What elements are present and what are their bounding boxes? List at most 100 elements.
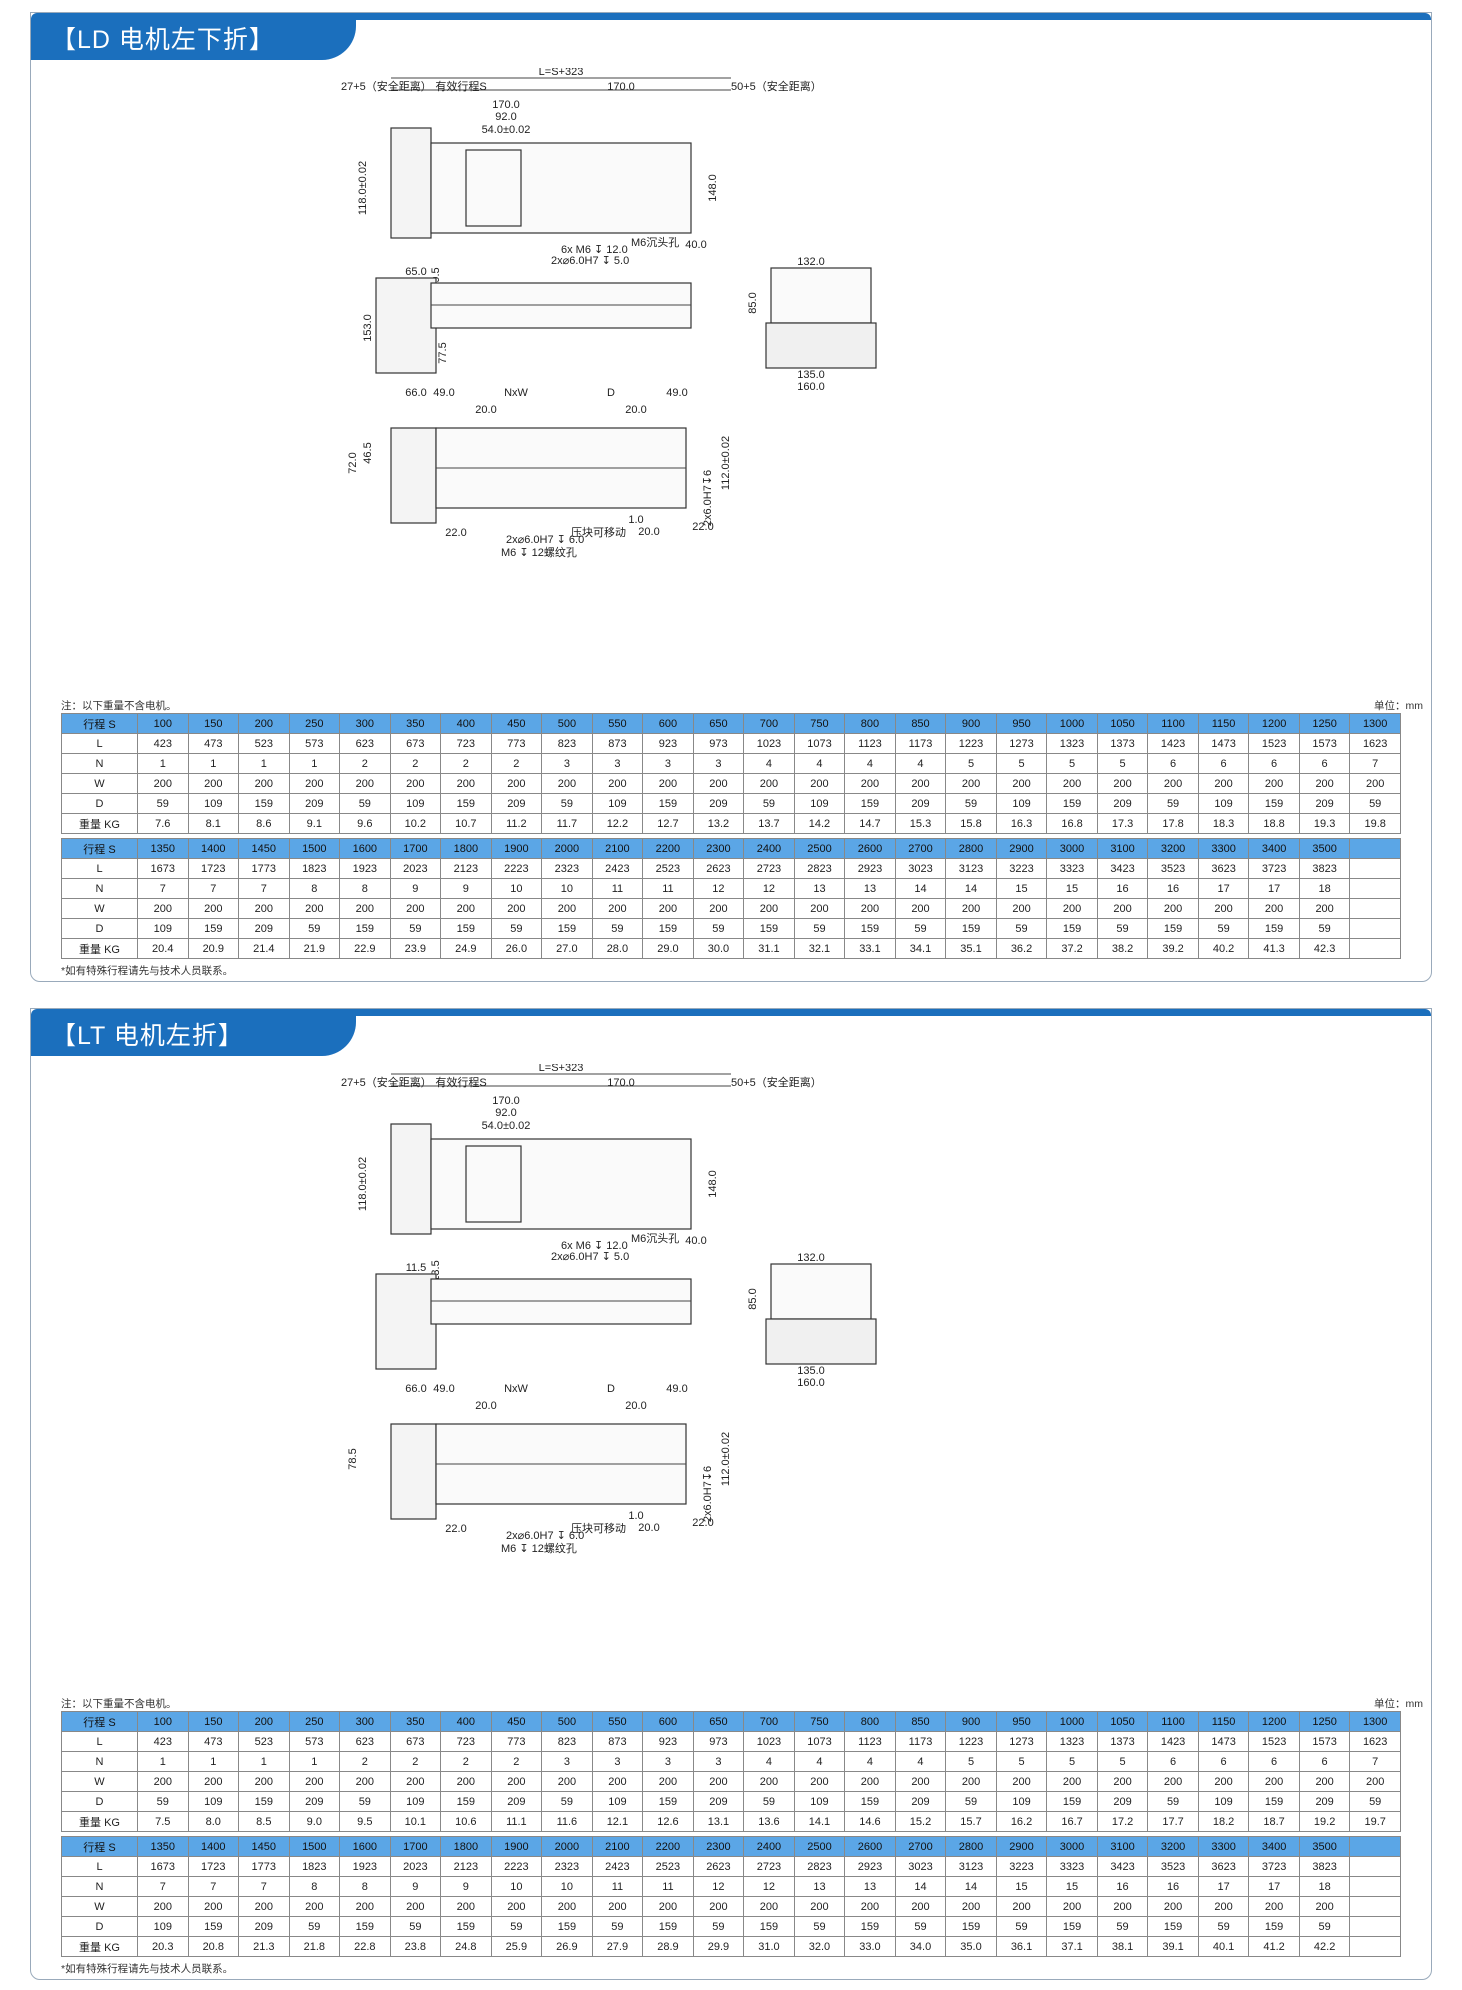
table-cell: 10 xyxy=(541,878,593,899)
weight-note: 注：以下重量不含电机。 xyxy=(61,700,177,712)
table-cell: 3500 xyxy=(1298,1836,1351,1857)
table-cell: 700 xyxy=(743,713,795,734)
table-cell: 6 xyxy=(1147,753,1199,774)
table-cell: 40.2 xyxy=(1197,938,1250,959)
table-cell: 41.2 xyxy=(1248,1936,1300,1957)
table-cell: 200 xyxy=(137,1771,189,1792)
table-cell: 6 xyxy=(1298,1751,1351,1772)
table-cell: 200 xyxy=(995,1896,1048,1917)
weight-note: 注：以下重量不含电机。 xyxy=(61,1698,177,1710)
table-cell: 3 xyxy=(541,753,593,774)
table-cell: 1200 xyxy=(1248,713,1300,734)
table-cell: 2523 xyxy=(642,1856,694,1877)
section-top-bar xyxy=(31,13,1431,20)
table-cell: 4 xyxy=(894,1751,947,1772)
row-header: 行程 S xyxy=(61,713,138,734)
dim-dd: D xyxy=(607,387,615,399)
table-cell: 200 xyxy=(187,898,240,919)
table-cell: 29.0 xyxy=(642,938,694,959)
table-cell: 59 xyxy=(1147,793,1199,814)
table-cell: 1050 xyxy=(1096,713,1149,734)
table-cell: 209 xyxy=(490,793,543,814)
table-cell: 12.1 xyxy=(591,1811,644,1832)
table-cell: 21.4 xyxy=(238,938,290,959)
table-cell: 59 xyxy=(743,793,795,814)
table-cell: 32.1 xyxy=(793,938,846,959)
table-cell: 159 xyxy=(1147,1916,1199,1937)
table-cell: 109 xyxy=(1197,793,1250,814)
table-cell: 200 xyxy=(844,1771,896,1792)
table-cell: 3400 xyxy=(1248,838,1300,859)
table-cell: 1050 xyxy=(1096,1711,1149,1732)
table-cell: 59 xyxy=(1349,1791,1401,1812)
table-cell: 1573 xyxy=(1298,1731,1351,1752)
table-cell: 3623 xyxy=(1197,858,1250,879)
table-cell: 7 xyxy=(1349,753,1401,774)
table-cell: 200 xyxy=(793,1771,846,1792)
table-cell: 59 xyxy=(743,1791,795,1812)
table-cell: 7.6 xyxy=(137,813,189,834)
table-cell: 823 xyxy=(541,1731,593,1752)
dim-d92: 92.0 xyxy=(495,111,516,123)
table-cell: 200 xyxy=(389,773,442,794)
table-cell: 59 xyxy=(1349,793,1401,814)
table-cell: 200 xyxy=(238,1711,290,1732)
table-cell: 109 xyxy=(389,1791,442,1812)
table-cell: 200 xyxy=(743,1896,795,1917)
table-cell: 1073 xyxy=(793,733,846,754)
table-cell: 109 xyxy=(137,1916,189,1937)
table-cell: 2223 xyxy=(490,858,543,879)
table-cell: 200 xyxy=(591,1771,644,1792)
dim-d49b: 49.0 xyxy=(666,387,687,399)
dim-d65: 65.0 xyxy=(405,266,426,278)
row-header: L xyxy=(61,1731,138,1752)
row-header: D xyxy=(61,1916,138,1937)
table-cell: 1423 xyxy=(1147,1731,1199,1752)
dim-safe_right: 50+5（安全距离） xyxy=(731,1075,822,1089)
table-cell: 14.7 xyxy=(844,813,896,834)
table-cell: 20.4 xyxy=(137,938,189,959)
table-cell: 159 xyxy=(642,1916,694,1937)
table-cell: 200 xyxy=(1147,1771,1199,1792)
table-cell: 3300 xyxy=(1197,1836,1250,1857)
table-cell: 200 xyxy=(238,898,290,919)
table-cell: 2400 xyxy=(743,1836,795,1857)
table-cell: 823 xyxy=(541,733,593,754)
dim-d54: 54.0±0.02 xyxy=(482,1120,531,1132)
table-cell: 1400 xyxy=(187,1836,240,1857)
table-cell: 1900 xyxy=(490,1836,543,1857)
dim-thread: M6 ↧ 12螺纹孔 xyxy=(501,545,577,559)
table-cell: 200 xyxy=(945,1771,997,1792)
table-cell: 1450 xyxy=(238,1836,290,1857)
table-cell: 18.7 xyxy=(1248,1811,1300,1832)
table-cell: 15 xyxy=(995,878,1048,899)
table-cell: 1250 xyxy=(1298,1711,1351,1732)
table-cell: 11.2 xyxy=(490,813,543,834)
table-cell: 200 xyxy=(288,898,341,919)
table-cell: 159 xyxy=(1248,918,1300,939)
table-cell: 2800 xyxy=(945,838,997,859)
table-cell: 24.9 xyxy=(440,938,492,959)
table-cell xyxy=(1349,1876,1401,1897)
table-cell: 100 xyxy=(137,713,189,734)
table-cell: 550 xyxy=(591,713,644,734)
table-cell: 59 xyxy=(692,918,745,939)
table-cell: 200 xyxy=(440,1771,492,1792)
table-cell: 8.0 xyxy=(187,1811,240,1832)
table-cell: 1100 xyxy=(1147,713,1199,734)
table-cell: 1 xyxy=(238,753,290,774)
dim-h112: 112.0±0.02 xyxy=(720,436,732,490)
dim-d92: 92.0 xyxy=(495,1107,516,1119)
table-cell: 4 xyxy=(844,1751,896,1772)
table-cell: 200 xyxy=(692,898,745,919)
table-cell: 159 xyxy=(642,1791,694,1812)
table-cell: 2623 xyxy=(692,858,745,879)
dim-d66: 66.0 xyxy=(405,387,426,399)
table-cell: 700 xyxy=(743,1711,795,1732)
table-cell: 7 xyxy=(137,878,189,899)
dim-nxw: NxW xyxy=(504,1383,528,1395)
